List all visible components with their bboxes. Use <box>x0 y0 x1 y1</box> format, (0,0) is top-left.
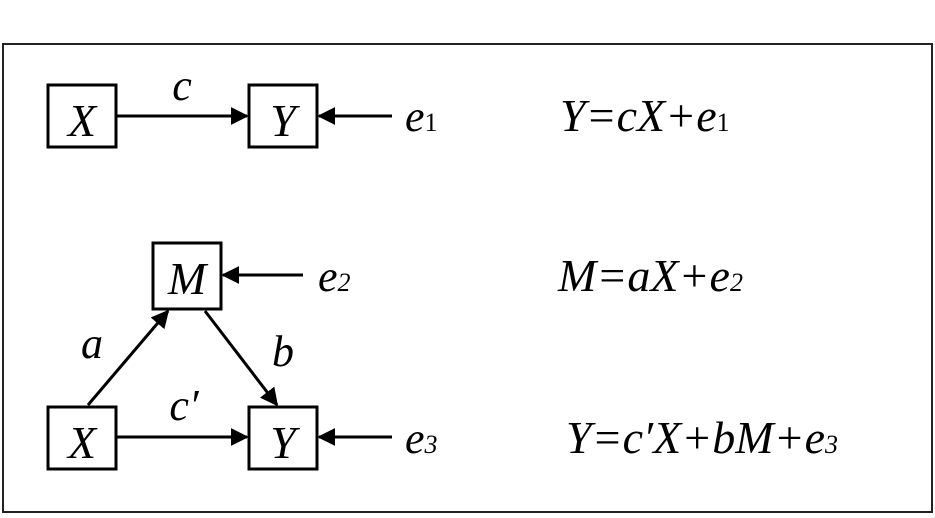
error-term-e2: e2 <box>318 252 351 301</box>
node-x2-box <box>46 405 118 471</box>
error-term-e3: e3 <box>405 414 438 463</box>
node-x2-label: X <box>66 417 98 468</box>
node-m-box <box>151 241 223 311</box>
equation-y-model2: Y=c′X+bM+e3 <box>566 412 838 463</box>
model-1: X Y c e1 Y=cX+e1 <box>46 61 730 149</box>
path-label-c-prime: c′ <box>169 381 200 430</box>
model-2: M X Y a b c′ e2 e3 M=aX+e2 Y=c′X+bM+e3 <box>46 241 838 471</box>
path-label-a: a <box>81 319 103 368</box>
error-term-e1: e1 <box>405 92 438 141</box>
node-y2-label: Y <box>270 417 300 468</box>
outer-frame <box>2 43 933 513</box>
node-x-box <box>46 83 118 149</box>
equation-y-model1: Y=cX+e1 <box>560 90 730 141</box>
node-y-box <box>247 83 319 149</box>
path-label-b: b <box>272 327 294 376</box>
node-m-label: M <box>167 253 209 304</box>
node-y2-box <box>247 405 319 471</box>
node-y-label: Y <box>270 95 300 146</box>
arrow-x-to-m <box>86 309 170 406</box>
equation-m: M=aX+e2 <box>557 250 743 301</box>
path-label-c: c <box>172 61 192 110</box>
node-x-label: X <box>66 95 98 146</box>
arrow-m-to-y <box>203 310 279 407</box>
